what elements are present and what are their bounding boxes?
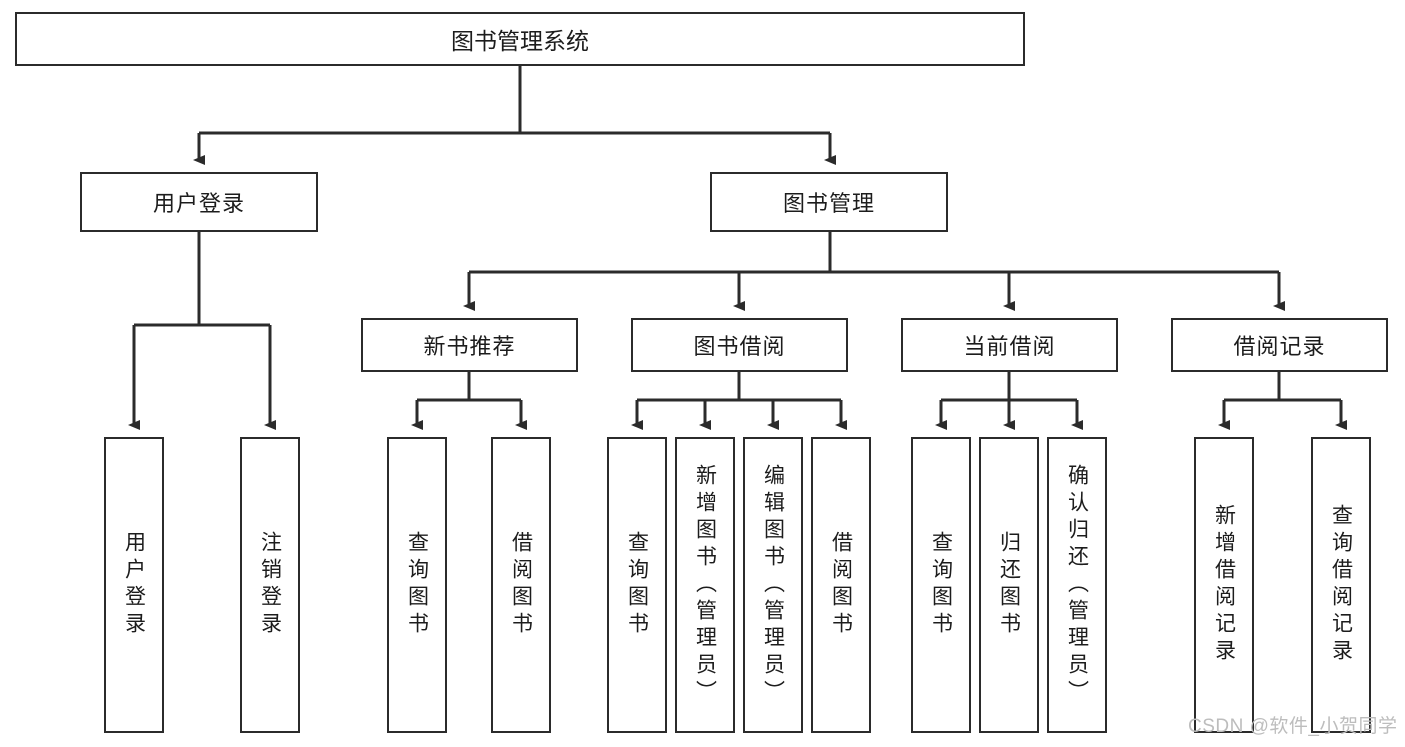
node-book-management[interactable]: 图书管理: [710, 172, 948, 232]
node-label: 图书借阅: [693, 334, 786, 359]
node-label: 新书推荐: [423, 334, 516, 359]
node-label: 注销登录: [258, 531, 282, 639]
node-label: 新增借阅记录: [1212, 504, 1236, 666]
leaf-edit-book-admin[interactable]: 编辑图书（管理员）: [743, 437, 803, 733]
node-root-system[interactable]: 图书管理系统: [15, 12, 1025, 66]
leaf-borrow-book[interactable]: 借阅图书: [811, 437, 871, 733]
node-label: 借阅图书: [509, 531, 533, 639]
node-label: 确认归还（管理员）: [1065, 463, 1089, 707]
node-label: 借阅图书: [829, 531, 853, 639]
leaf-query-book-current[interactable]: 查询图书: [911, 437, 971, 733]
node-label: 查询借阅记录: [1329, 504, 1353, 666]
leaf-add-borrow-record[interactable]: 新增借阅记录: [1194, 437, 1254, 733]
leaf-return-book[interactable]: 归还图书: [979, 437, 1039, 733]
leaf-borrow-book-recommend[interactable]: 借阅图书: [491, 437, 551, 733]
node-label: 用户登录: [122, 531, 146, 639]
leaf-query-borrow-record[interactable]: 查询借阅记录: [1311, 437, 1371, 733]
node-current-borrow[interactable]: 当前借阅: [901, 318, 1118, 372]
leaf-user-login[interactable]: 用户登录: [104, 437, 164, 733]
node-label: 编辑图书（管理员）: [761, 463, 785, 707]
node-label: 用户登录: [152, 191, 245, 216]
node-label: 当前借阅: [963, 334, 1056, 359]
node-label: 借阅记录: [1233, 334, 1326, 359]
node-borrow-record[interactable]: 借阅记录: [1171, 318, 1388, 372]
node-label: 新增图书（管理员）: [693, 463, 717, 707]
node-label: 查询图书: [405, 531, 429, 639]
node-book-borrow[interactable]: 图书借阅: [631, 318, 848, 372]
node-label: 图书管理系统: [451, 28, 589, 54]
leaf-confirm-return-admin[interactable]: 确认归还（管理员）: [1047, 437, 1107, 733]
node-label: 查询图书: [625, 531, 649, 639]
node-label: 图书管理: [782, 191, 875, 216]
leaf-add-book-admin[interactable]: 新增图书（管理员）: [675, 437, 735, 733]
leaf-query-book-borrow[interactable]: 查询图书: [607, 437, 667, 733]
node-user-login[interactable]: 用户登录: [80, 172, 318, 232]
node-label: 归还图书: [997, 531, 1021, 639]
node-new-book-recommend[interactable]: 新书推荐: [361, 318, 578, 372]
leaf-query-book-recommend[interactable]: 查询图书: [387, 437, 447, 733]
watermark-text: CSDN @软件_小贺同学: [1188, 716, 1398, 737]
leaf-user-logout[interactable]: 注销登录: [240, 437, 300, 733]
node-label: 查询图书: [929, 531, 953, 639]
